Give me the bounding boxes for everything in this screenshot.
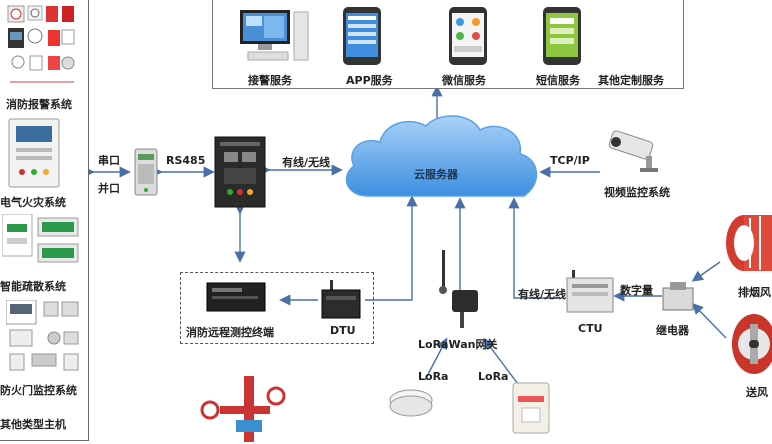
gateway-label: LoRaWan网关 (418, 338, 498, 351)
service-label-sms: 短信服务 (536, 74, 580, 87)
tcpip-label: TCP/IP (550, 154, 590, 167)
supply-fan-icon (728, 312, 772, 376)
lora-label-2: LoRa (478, 370, 509, 383)
fire-door-monitor-icon (6, 300, 82, 376)
converter-device-icon (134, 148, 158, 196)
terminal-group (180, 272, 374, 344)
gas-detector-icon (512, 382, 550, 434)
arrow-fan1-to-relay (691, 261, 721, 282)
system-label-evacuation: 智能疏散系统 (0, 280, 66, 293)
arrow-dtu-to-cloud (365, 195, 418, 301)
desktop-computer-icon (238, 8, 310, 64)
evacuation-sign-icon (2, 214, 82, 274)
cloud-server-icon (338, 110, 546, 206)
sprinkler-valve-icon (200, 376, 290, 442)
exhaust-fan-icon (724, 212, 772, 274)
lorawan-gateway-icon (438, 250, 484, 330)
smartphone-wechat-icon (448, 6, 488, 66)
parallel-label: 并口 (98, 182, 120, 195)
wired-wireless-label-2: 有线/无线 (518, 288, 567, 301)
smartphone-sms-icon (542, 6, 582, 66)
service-label-app: APP服务 (346, 74, 393, 87)
arrow-sensor1-to-gateway (424, 337, 448, 381)
ctu-device-icon (566, 270, 614, 314)
system-label-fire-alarm: 消防报警系统 (6, 98, 72, 111)
dtu-label: DTU (330, 324, 356, 337)
system-label-electrical-fire: 电气火灾系统 (0, 196, 66, 209)
cloud-label: 云服务器 (414, 168, 458, 181)
relay-label: 继电器 (656, 324, 689, 337)
security-camera-icon (606, 130, 666, 174)
wired-wireless-label-1: 有线/无线 (282, 156, 331, 169)
host-device-icon (214, 136, 266, 208)
ctu-label: CTU (578, 322, 603, 335)
services-panel (212, 0, 684, 89)
video-label: 视频监控系统 (604, 186, 670, 199)
smartphone-app-icon (342, 6, 382, 66)
fire-alarm-devices-icon (6, 4, 78, 88)
exhaust-fan-label: 排烟风 (738, 286, 771, 299)
service-label-wechat: 微信服务 (442, 74, 486, 87)
service-label-alarm: 接警服务 (248, 74, 292, 87)
smoke-detector-icon (388, 388, 434, 418)
rs485-label: RS485 (166, 154, 206, 167)
serial-label: 串口 (98, 154, 120, 167)
system-label-fire-door: 防火门监控系统 (0, 384, 77, 397)
service-label-custom: 其他定制服务 (598, 74, 664, 87)
terminal-device-icon (206, 282, 266, 312)
dtu-device-icon (320, 280, 362, 320)
system-label-other-host: 其他类型主机 (0, 418, 66, 431)
electrical-fire-panel-icon (8, 118, 60, 188)
arrow-sensor2-to-gateway (483, 337, 519, 385)
arrow-fan2-to-relay (692, 302, 727, 339)
supply-fan-label: 送风 (746, 386, 768, 399)
digital-label: 数字量 (620, 284, 653, 297)
arrow-ctu-to-cloud (508, 197, 560, 299)
lora-label-1: LoRa (418, 370, 449, 383)
terminal-label: 消防远程测控终端 (186, 326, 274, 339)
relay-icon (662, 282, 694, 312)
